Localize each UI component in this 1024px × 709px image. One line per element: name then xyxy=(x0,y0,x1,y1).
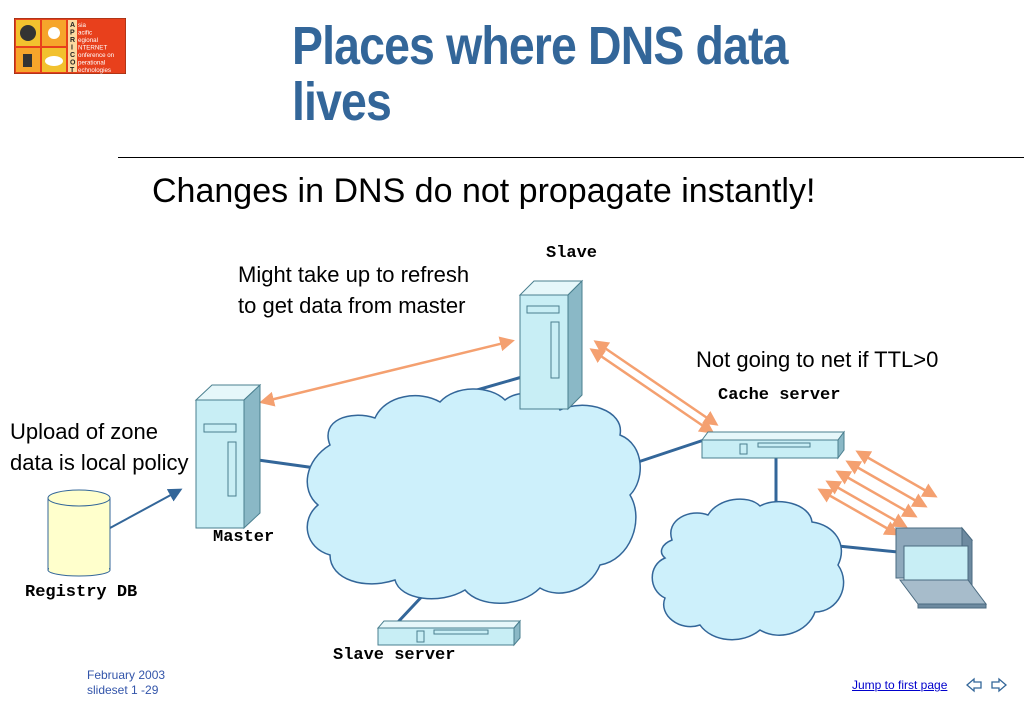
registry-db-label: Registry DB xyxy=(25,583,138,602)
logo-word: acific xyxy=(78,30,92,37)
refresh-note: Might take up to refresh to get data fro… xyxy=(238,259,469,321)
apricot-logo: A P R I C O T sia acific egional NTERNET… xyxy=(14,18,126,74)
footer-date: February 2003 xyxy=(87,668,166,682)
slide-subtitle: Changes in DNS do not propagate instantl… xyxy=(152,172,816,210)
slave-label: Slave xyxy=(546,244,598,263)
logo-word: perational xyxy=(78,60,105,67)
slave-server-box xyxy=(376,619,522,647)
logo-letter: P xyxy=(70,30,75,37)
jump-to-first-page-link[interactable]: Jump to first page xyxy=(852,678,948,692)
logo-word: NTERNET xyxy=(78,45,107,52)
footer-info: February 2003 slideset 1 -29 xyxy=(87,668,165,698)
master-label: Master xyxy=(213,528,275,547)
master-slave-arrow xyxy=(259,336,515,407)
logo-word: echnologies xyxy=(78,67,111,74)
previous-page-arrow-icon[interactable] xyxy=(965,677,983,693)
master-server-tower xyxy=(194,383,262,530)
registry-db-cylinder xyxy=(47,489,111,577)
logo-letter: R xyxy=(70,37,75,44)
logo-letter: T xyxy=(70,67,75,74)
cache-server-label: Cache server xyxy=(718,386,841,405)
upload-note-line2: data is local policy xyxy=(10,450,189,475)
logo-word: sia xyxy=(78,22,86,29)
cache-link xyxy=(637,438,705,464)
title-divider xyxy=(118,157,1024,158)
logo-letter: I xyxy=(71,45,73,52)
page-title: Places where DNS data lives xyxy=(292,18,894,130)
cache-server-box xyxy=(701,430,845,460)
slave-cache-arrow-2 xyxy=(589,348,715,434)
local-cloud xyxy=(651,498,845,641)
upload-arrow xyxy=(109,488,183,529)
client-link xyxy=(837,544,899,554)
footer-slide-number: slideset 1 -29 xyxy=(87,683,159,697)
refresh-note-line1: Might take up to refresh xyxy=(238,262,470,287)
logo-word: egional xyxy=(78,37,98,44)
logo-letter: O xyxy=(70,60,76,67)
client-cache-arrow-5 xyxy=(817,488,900,536)
slave-server-tower xyxy=(518,279,584,411)
internet-cloud xyxy=(306,388,641,604)
upload-note: Upload of zone data is local policy xyxy=(10,416,189,478)
ttl-note: Not going to net if TTL>0 xyxy=(696,347,939,372)
slave-server-label: Slave server xyxy=(333,646,456,665)
page-title-line2: lives xyxy=(292,72,392,132)
refresh-note-line2: to get data from master xyxy=(238,293,466,318)
next-page-arrow-icon[interactable] xyxy=(990,677,1008,693)
logo-letter: C xyxy=(70,52,75,59)
logo-letter: A xyxy=(70,22,75,29)
upload-note-line1: Upload of zone xyxy=(10,419,158,444)
logo-word: onference on xyxy=(78,52,115,59)
page-title-line1: Places where DNS data xyxy=(292,16,788,76)
client-computer xyxy=(894,526,987,609)
